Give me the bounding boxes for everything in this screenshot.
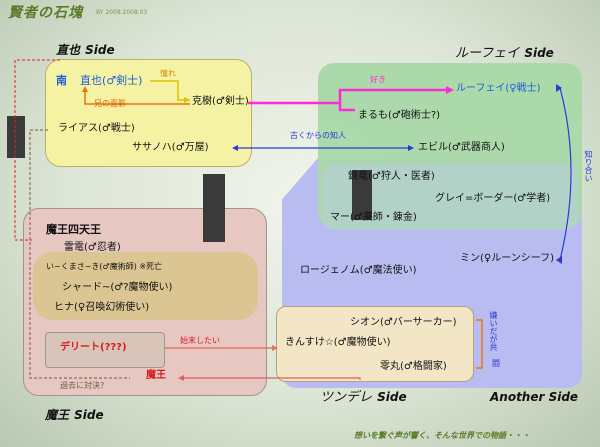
rel-akogare: 憧れ [160,69,176,78]
naoya-side-pane [45,59,252,167]
rel-kako: 過去に対決? [60,381,105,390]
maou-side-label: 魔王 Side [45,406,104,422]
char-min: ミン(♀ルーンシーフ) [460,253,555,264]
char-raiden: 雷電(♂忍者) [64,242,121,253]
shado-pane [33,252,258,320]
rel-suki: 好き [370,75,386,84]
char-katsuki: 克樹(♂剣士) [192,96,249,107]
naoya-side-en: Side [85,43,115,57]
char-marumo: まるも(♂砲術士?) [358,110,441,121]
rufei-side-en: Side [524,46,554,60]
delete-box [45,332,165,368]
char-naoya: 直也(♂剣士) [80,74,143,87]
char-rufei: ルーフェイ(♀戦士) [456,83,541,94]
char-rojenomu: ロージェノム(♂魔法使い) [300,265,417,276]
tsundere-side-en: Side [377,390,407,404]
char-ebiru: エビル(♂武器商人) [418,142,505,153]
char-maou: 魔王 [146,370,166,381]
char-shado: シャード~(♂?魔物使い) [62,282,173,293]
char-kinsuke: きんすけ☆(♂魔物使い) [285,337,391,348]
footer-slogan: 想いを繋ぐ声が響く、そんな世界での物語・・・ [354,431,530,440]
logo-title: 賢者の石塊 [8,5,83,21]
char-koryu: 鏡竜(♂狩人・医者) [348,171,435,182]
char-delete: デリート(???) [60,342,127,353]
char-raiasu: ライアス(♂戦士) [58,123,135,134]
bar-right [352,170,372,220]
maou-side-en: Side [74,408,104,422]
tsundere-side-pane [276,306,474,382]
another-side-label: Another Side [490,390,579,404]
char-shion: シオン(♂バーサーカー) [350,317,457,328]
rel-shimatsu: 始末したい [180,336,220,345]
logo-subtitle: BY 2008.2008.03 [96,9,148,16]
naoya-side-label: 直也 Side [56,41,115,57]
maou-side-jp: 魔王 [45,408,70,422]
char-maou-title: 魔王四天王 [46,223,101,236]
rel-kirai-kyoto-2: 闘 [492,359,500,368]
rel-shiriai: 知り合い [584,150,593,182]
rufei-side-jp: ルーフェイ [455,46,520,61]
char-grey: グレイ=ボーダー(♂学者) [435,193,551,204]
char-hina: ヒナ(♀召喚幻術使い) [54,302,150,313]
char-iikumasaki: い~くまさ~き(♂魔術師) ※死亡 [46,262,163,271]
char-sasanoha: ササノハ(♂万屋) [132,142,209,153]
tsundere-side-jp: ツンデレ [320,390,373,405]
rel-kirai-kyoto-1: 嫌いだが共 [489,311,498,351]
char-minami: 南 [56,74,67,87]
bar-left [7,116,25,158]
char-reimaru: 零丸(♂格闘家) [380,361,447,372]
tsundere-side-label: ツンデレ Side [320,388,407,404]
rel-ani-no-omokage: 兄の面影 [94,99,126,108]
bar-mid [203,174,225,242]
rel-furuku: 古くからの知人 [290,131,346,140]
naoya-side-jp: 直也 [56,43,81,57]
rufei-side-label: ルーフェイ Side [455,44,554,60]
char-ma: マー(♂薬師・錬金) [330,212,417,223]
